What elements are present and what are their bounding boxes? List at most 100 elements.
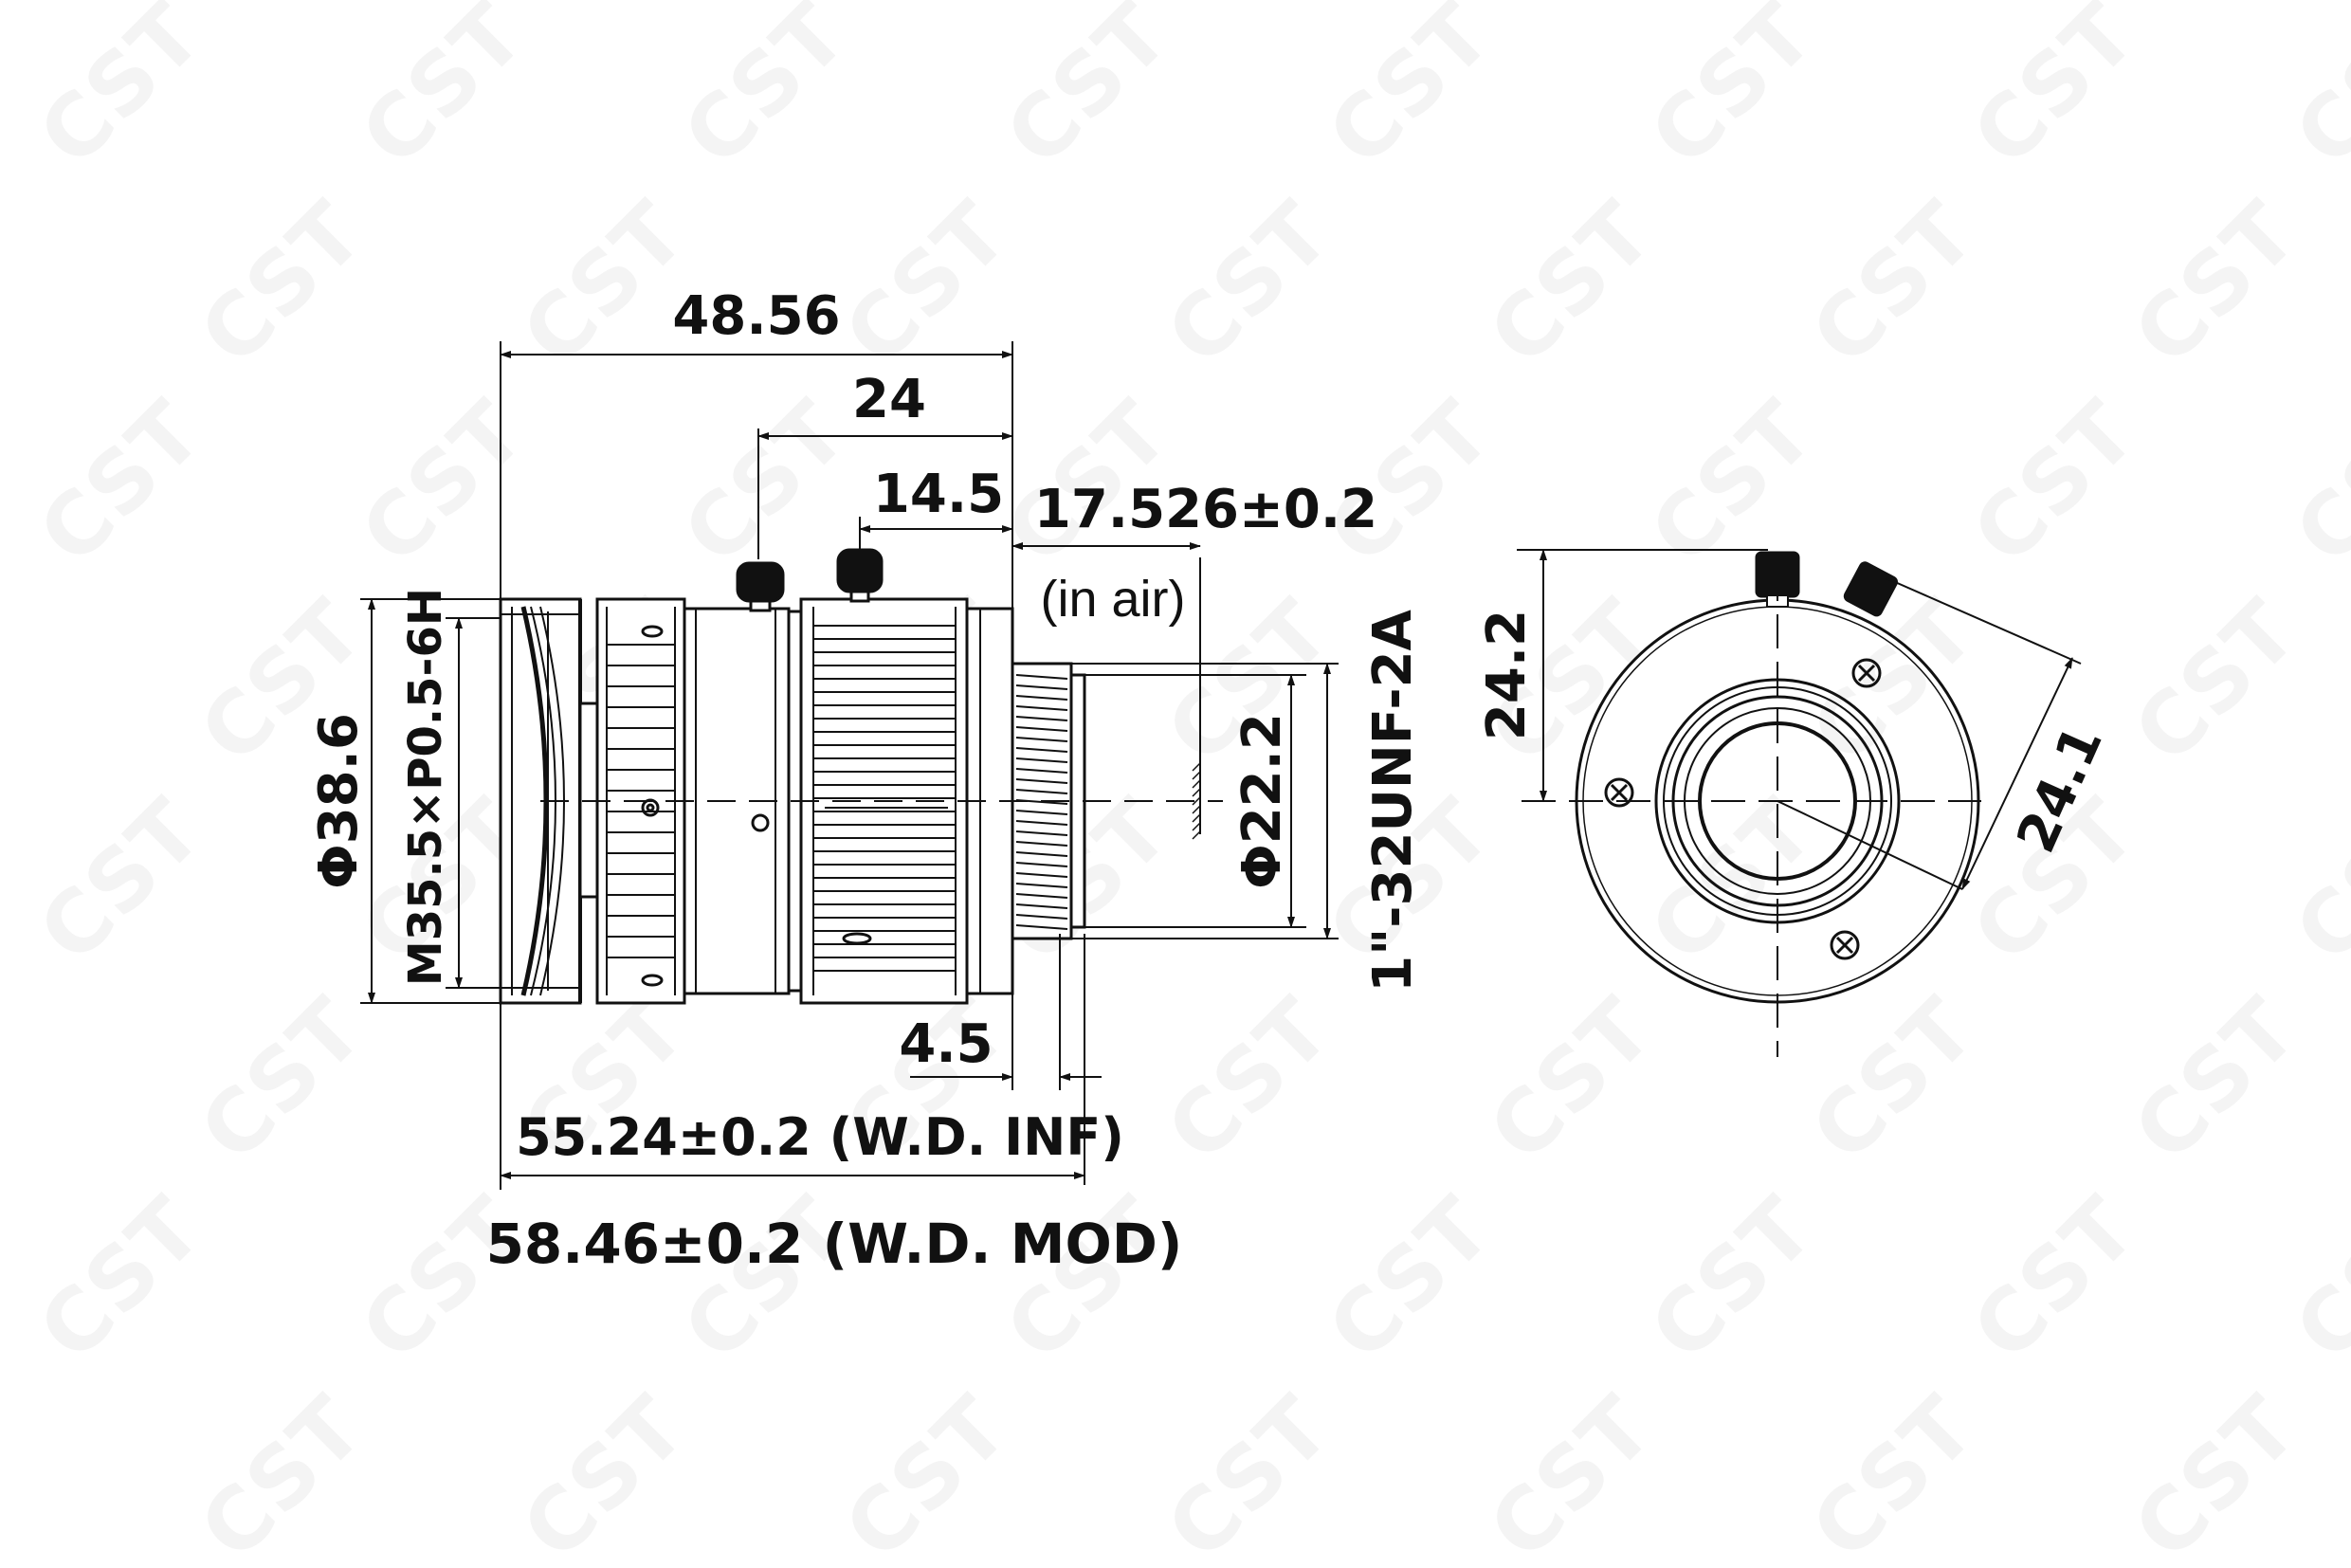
hatch-line xyxy=(1192,813,1201,823)
label-flange-note: (in air) xyxy=(1040,571,1185,628)
hatch-line xyxy=(1015,820,1068,826)
watermark-text: CST xyxy=(342,1179,542,1379)
hatch-line xyxy=(1015,893,1068,899)
watermark-text: CST xyxy=(20,0,220,186)
watermark-text: CST xyxy=(2276,1179,2351,1379)
watermark-text: CST xyxy=(665,1179,865,1379)
hatch-line xyxy=(1015,841,1068,847)
hatch-line xyxy=(1015,789,1068,794)
watermark-text: CST xyxy=(2115,184,2315,384)
front-screw-3 xyxy=(1830,930,1860,960)
hatch-line xyxy=(1192,822,1201,831)
watermark-text: CST xyxy=(1631,1179,1832,1379)
watermark-text: CST xyxy=(1954,1179,2154,1379)
watermark-text: CST xyxy=(2115,1378,2315,1568)
watermark-text: CST xyxy=(1309,0,1509,186)
watermark-text: CST xyxy=(826,1378,1026,1568)
hatch-line xyxy=(1015,747,1068,753)
hatch-line xyxy=(1192,771,1201,780)
hatch-line xyxy=(1015,768,1068,774)
front-screw-1 xyxy=(1851,658,1882,688)
hatch-line xyxy=(1015,810,1068,815)
side-view-dimension-lines xyxy=(360,341,1339,1190)
label-wd-inf: 55.24±0.2 (W.D. INF) xyxy=(516,1107,1124,1167)
side-view xyxy=(499,548,1223,1005)
watermark-text: CST xyxy=(1793,980,1993,1180)
watermark-text: CST xyxy=(20,1179,220,1379)
watermark-text: CST xyxy=(181,980,381,1180)
label-thread-diameter: Φ22.2 xyxy=(1231,713,1293,889)
watermark-text: CST xyxy=(503,1378,703,1568)
watermark-text: CST xyxy=(665,383,865,583)
watermark-text: CST xyxy=(181,184,381,384)
watermark-text: CST xyxy=(1631,383,1832,583)
label-dim-24: 24 xyxy=(852,369,926,430)
label-overall-length: 48.56 xyxy=(672,285,840,347)
hatch-line xyxy=(1015,903,1068,909)
watermark-text: CST xyxy=(1470,184,1670,384)
watermark-text: CST xyxy=(1470,1378,1670,1568)
watermark-text: CST xyxy=(987,0,1187,186)
hatch-line xyxy=(1192,779,1201,789)
watermark-text: CST xyxy=(1148,980,1348,1180)
hatch-line xyxy=(1015,684,1068,690)
hatch-line xyxy=(1015,726,1068,732)
watermark-text: CST xyxy=(665,0,865,186)
label-filter-thread: M35.5×P0.5-6H xyxy=(399,588,452,986)
front-view xyxy=(1517,549,2082,1057)
watermark-text: CST xyxy=(2115,582,2315,782)
watermark-text: CST xyxy=(342,0,542,186)
hatch-line xyxy=(1015,757,1068,763)
watermark-text: CST xyxy=(1148,184,1348,384)
label-flange-back: 17.526±0.2 xyxy=(1034,479,1377,540)
hatch-line xyxy=(1015,737,1068,742)
watermark-text: CST xyxy=(1793,184,1993,384)
watermark-text: CST xyxy=(1148,1378,1348,1568)
watermark-text: CST xyxy=(1470,980,1670,1180)
label-wd-mod: 58.46±0.2 (W.D. MOD) xyxy=(486,1212,1183,1276)
hatch-line xyxy=(1015,674,1068,680)
hatch-line xyxy=(1015,778,1068,784)
watermark-text: CST xyxy=(2115,980,2315,1180)
lock-screw-1 xyxy=(736,561,785,612)
watermark-text: CST xyxy=(1309,1179,1509,1379)
hatch-line xyxy=(1192,788,1201,797)
watermark-text: CST xyxy=(987,1179,1187,1379)
hatch-line xyxy=(1015,705,1068,711)
hatch-line xyxy=(1015,716,1068,721)
hatch-line xyxy=(1192,762,1201,772)
watermark-text: CST xyxy=(2276,383,2351,583)
label-dim-14-5: 14.5 xyxy=(873,464,1004,525)
hatch-line xyxy=(1015,851,1068,857)
hatch-line xyxy=(1192,796,1201,806)
watermark-text: CST xyxy=(2276,0,2351,186)
watermark-text: CST xyxy=(2276,781,2351,981)
label-body-diameter: Φ38.6 xyxy=(308,713,370,889)
lock-screw-2 xyxy=(836,548,884,603)
watermark-text: CST xyxy=(1631,0,1832,186)
front-lock-screw-2 xyxy=(1843,561,1899,617)
hatch-line xyxy=(1015,830,1068,836)
watermark-text: CST xyxy=(1954,0,2154,186)
watermark-text: CST xyxy=(1793,1378,1993,1568)
hatch-line xyxy=(1192,830,1201,840)
label-mount-thread: 1"-32UNF-2A xyxy=(1362,609,1424,992)
hatch-line xyxy=(1192,805,1201,814)
watermark-text: CST xyxy=(181,1378,381,1568)
hatch-line xyxy=(1015,914,1068,920)
watermark-text: CST xyxy=(20,383,220,583)
watermark-text: CST xyxy=(342,383,542,583)
front-screw-2 xyxy=(1604,777,1634,808)
hatch-line xyxy=(1015,695,1068,701)
hatch-line xyxy=(1015,872,1068,878)
watermark-text: CST xyxy=(1954,383,2154,583)
watermark-text: CST xyxy=(20,781,220,981)
label-dim-4-5: 4.5 xyxy=(899,1013,993,1075)
hatch-line xyxy=(1015,883,1068,888)
hatch-line xyxy=(1015,862,1068,867)
hatch-line xyxy=(1015,924,1068,930)
label-dim-24-2: 24.2 xyxy=(1476,610,1538,740)
